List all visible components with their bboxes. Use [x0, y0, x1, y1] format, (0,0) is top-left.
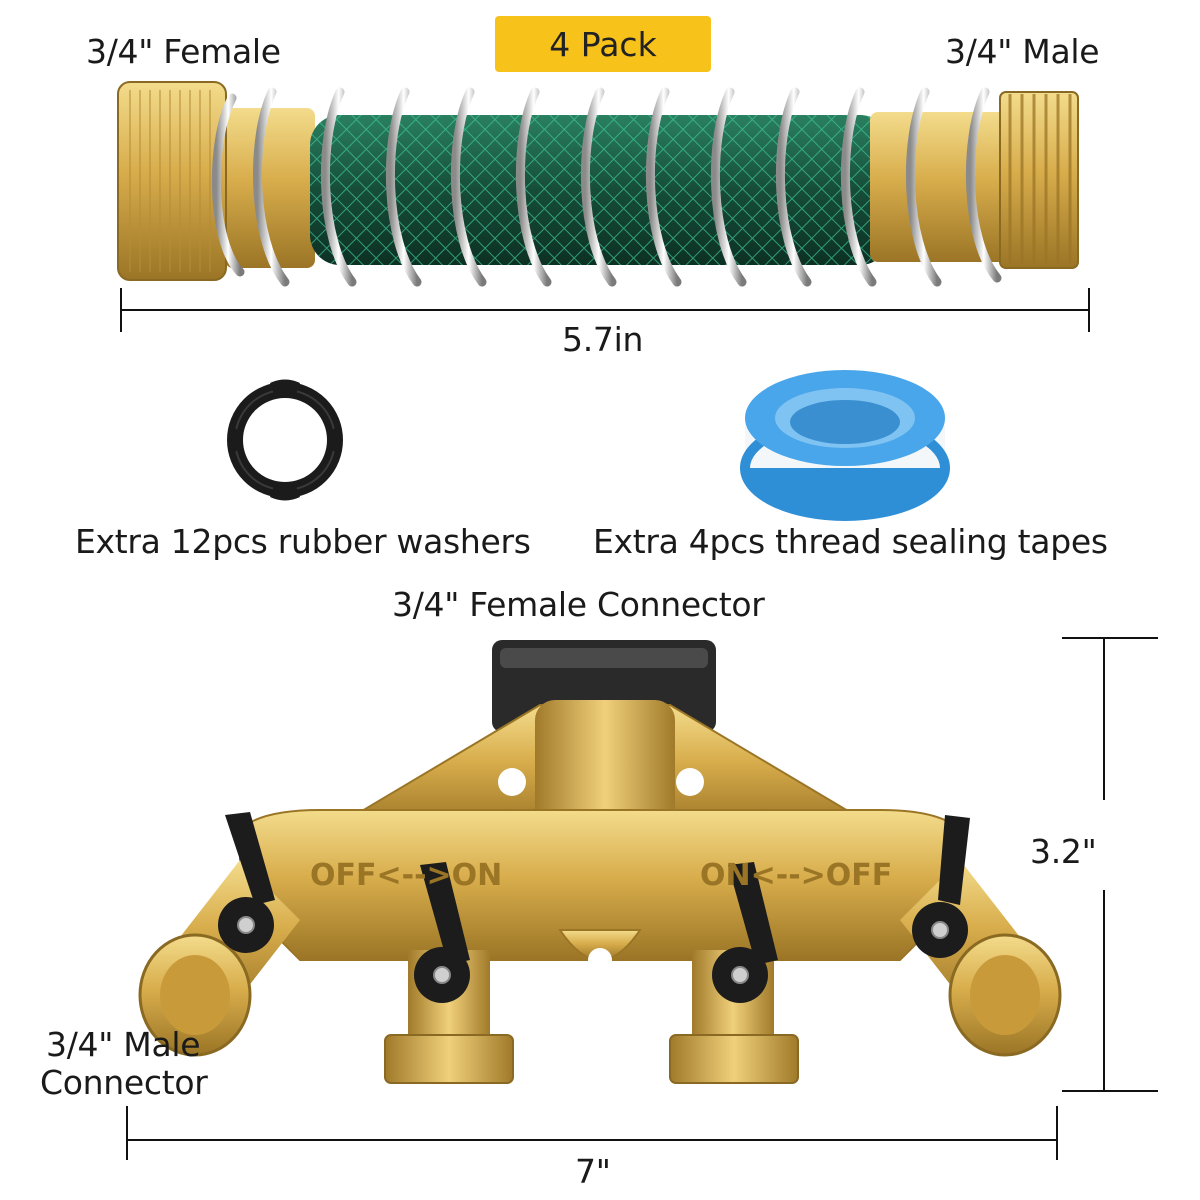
engraving-right: ON<-->OFF — [700, 858, 892, 893]
right-outlet-thread — [948, 933, 1062, 1057]
male-collar — [870, 112, 1020, 262]
center-left-outlet-thread — [384, 1034, 514, 1084]
four-way-splitter — [138, 640, 1062, 1084]
width-dimension-line — [126, 1106, 1058, 1160]
female-swivel-nut — [117, 81, 227, 281]
hose-extender — [117, 81, 1079, 287]
length-dimension-line — [120, 288, 1090, 332]
thread-sealing-tape — [740, 370, 950, 521]
male-thread — [999, 91, 1079, 269]
spring-coil — [211, 87, 1002, 287]
left-outlet-thread — [138, 933, 252, 1057]
center-right-outlet-thread — [669, 1034, 799, 1084]
pack-count-badge: 4 Pack — [495, 16, 711, 72]
length-label: 5.7in — [562, 320, 644, 359]
tapes-label: Extra 4pcs thread sealing tapes — [593, 522, 1108, 561]
female-connector-label: 3/4" Female Connector — [392, 585, 765, 624]
height-label: 3.2" — [1030, 832, 1097, 871]
rubber-washer — [227, 379, 343, 501]
engraving-left: OFF<-->ON — [310, 858, 502, 893]
male-connector-label-line2: Connector — [40, 1063, 208, 1102]
male-connector-label-line1: 3/4" Male — [46, 1025, 201, 1064]
washers-label: Extra 12pcs rubber washers — [75, 522, 531, 561]
female-end-label: 3/4" Female — [86, 32, 281, 71]
female-collar — [225, 108, 315, 268]
height-dimension-line — [1062, 637, 1158, 1092]
male-end-label: 3/4" Male — [945, 32, 1100, 71]
width-label: 7" — [575, 1152, 611, 1191]
